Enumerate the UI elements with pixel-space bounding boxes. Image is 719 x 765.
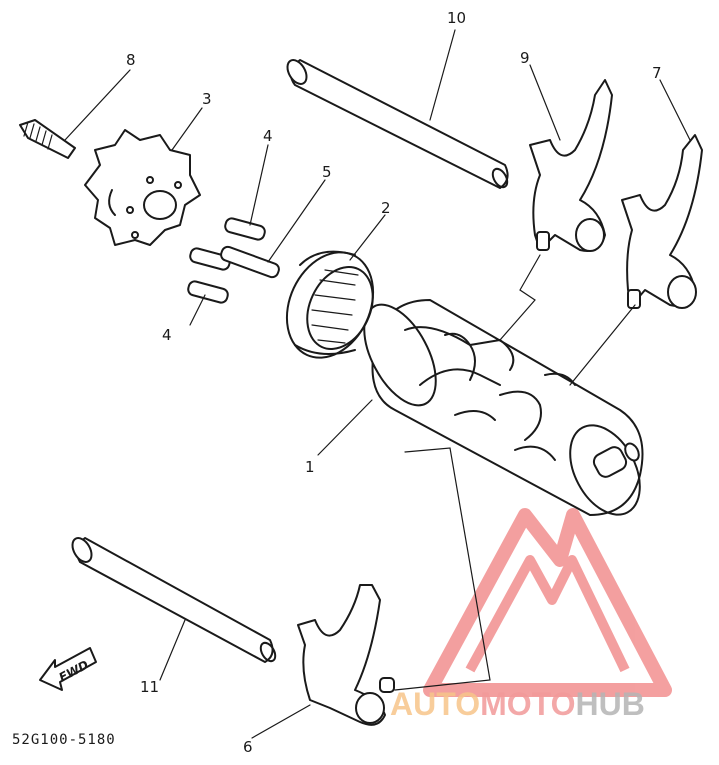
watermark-wordmark: AUTOMOTOHUB [390, 686, 645, 722]
callout-1: 1 [305, 458, 315, 476]
dowel-pins [187, 217, 280, 304]
watermark-triangle-outer [423, 508, 672, 697]
screw [19, 119, 76, 159]
fork-guide-bar-lower [71, 537, 277, 663]
watermark-text-moto: MOTO [480, 686, 575, 722]
callout-6: 8 [126, 51, 136, 69]
watermark-text-auto: AUTO [390, 686, 480, 722]
shift-drum-segment [84, 129, 201, 246]
svg-text:AUTOMOTOHUB: AUTOMOTOHUB [390, 686, 645, 722]
shift-drum [363, 299, 644, 516]
watermark-logo [423, 508, 672, 697]
watermark-text-hub: HUB [575, 686, 644, 722]
callout-8: 6 [243, 738, 253, 756]
watermark-triangle-inner [465, 555, 630, 673]
callout-5: 5 [322, 163, 332, 181]
callout-4-upper: 4 [263, 127, 273, 145]
needle-bearing [285, 250, 375, 359]
callouts: 8 3 4 5 2 4 10 9 7 1 11 6 [126, 9, 662, 756]
fwd-arrow-icon: FWD [39, 647, 97, 691]
shift-fork-8 [297, 584, 395, 726]
callout-3: 3 [202, 90, 212, 108]
fork-guide-bar-upper [286, 59, 509, 189]
callout-10: 10 [447, 9, 466, 27]
diagram-part-code: 52G100-5180 [12, 732, 116, 748]
callout-7: 7 [652, 64, 662, 82]
shift-fork-7 [621, 134, 703, 309]
callout-2: 2 [381, 199, 391, 217]
callout-11: 11 [140, 678, 159, 696]
leader-lines [64, 29, 691, 739]
shift-fork-9 [529, 79, 613, 252]
callout-9: 9 [520, 49, 530, 67]
callout-4-lower: 4 [162, 326, 172, 344]
